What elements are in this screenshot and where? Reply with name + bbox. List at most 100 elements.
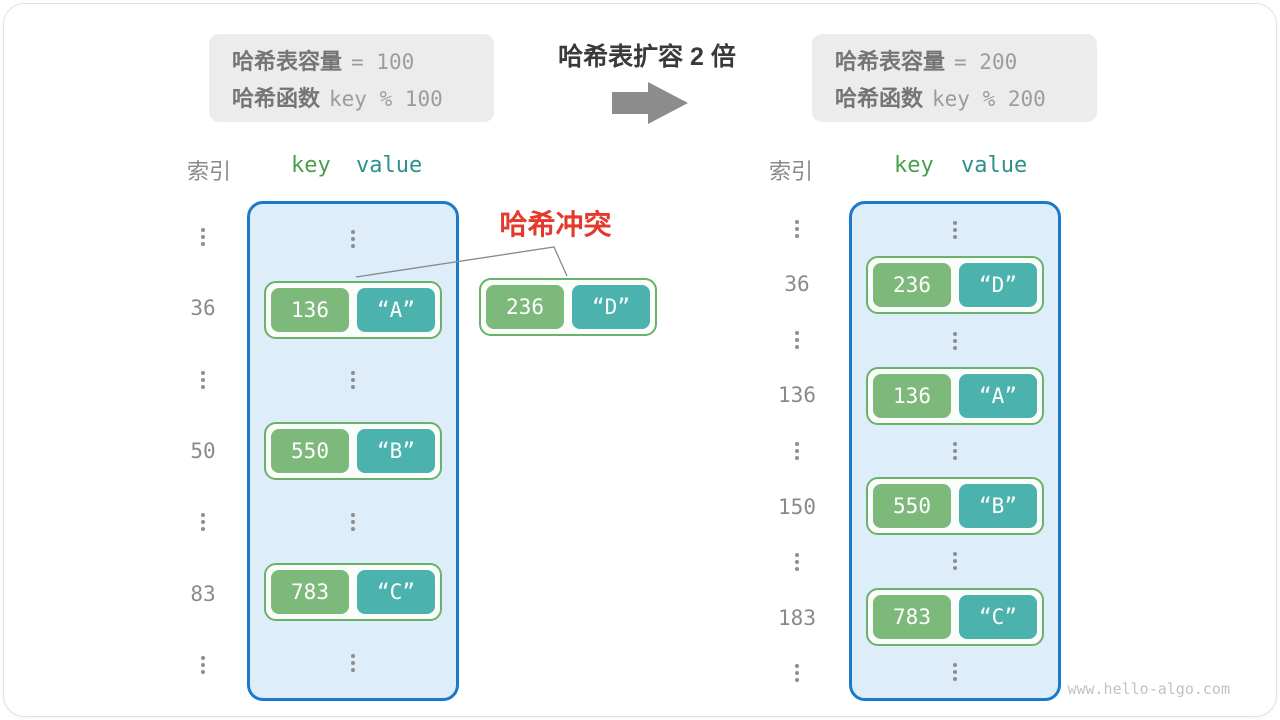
value-header-before: value [356,153,423,178]
index-value: 150 [778,494,816,519]
collision-label: 哈希冲突 [499,209,612,240]
key-box: 236 [873,263,951,308]
value-box: “D” [572,285,650,329]
key-box: 783 [873,594,951,639]
hash-table-after: 236 “D” 136 “A” 550 “B” 783 “C” [849,201,1061,701]
index-value: 83 [190,581,216,606]
right-arrow-icon [612,82,688,124]
ellipsis-icon [201,513,205,532]
ellipsis-cell [757,534,837,590]
ellipsis-icon [953,331,957,350]
ellipsis-cell [250,204,456,275]
ellipsis-icon [795,330,799,349]
watermark: www.hello-algo.com [1067,680,1230,698]
key-box: 136 [873,373,951,418]
kv-pair: 136 “A” [264,280,442,339]
capacity-info-before: 哈希表容量 = 100 哈希函数 key % 100 [209,34,494,122]
ellipsis-cell [852,646,1058,698]
ellipsis-icon [795,553,799,572]
ellipsis-icon [953,442,957,461]
bucket-cell: 783 “C” [852,587,1058,646]
ellipsis-cell [163,630,243,701]
value-box: “B” [357,429,435,474]
hash-table-before: 136 “A” 550 “B” 783 “C” [247,201,459,701]
ellipsis-icon [953,221,957,240]
bucket-cell: 550 “B” [852,477,1058,536]
ellipsis-icon [351,512,355,531]
value-box: “A” [959,373,1037,418]
key-box: 783 [271,570,349,615]
ellipsis-icon [201,656,205,675]
ellipsis-icon [351,653,355,672]
capacity-line: 哈希表容量 = 100 [232,44,494,76]
ellipsis-icon [351,371,355,390]
index-header-before: 索引 [187,159,232,184]
hash-function-line: 哈希函数 key % 200 [835,81,1097,113]
expand-title: 哈希表扩容 2 倍 [558,43,736,71]
capacity-value: = 100 [351,49,415,74]
ellipsis-icon [795,442,799,461]
index-value: 136 [778,383,816,408]
ellipsis-icon [351,230,355,249]
capacity-label: 哈希表容量 [835,48,946,74]
index-column-before: 36 50 83 [163,201,243,701]
value-header-after: value [961,153,1028,178]
ellipsis-cell [852,314,1058,366]
ellipsis-cell [757,646,837,702]
ellipsis-cell [163,487,243,558]
index-value: 183 [778,605,816,630]
ellipsis-cell [163,344,243,415]
kv-pair: 550 “B” [866,477,1044,536]
key-box: 136 [271,287,349,332]
key-box: 550 [873,484,951,529]
key-box: 236 [486,285,564,329]
kv-pair: 783 “C” [866,587,1044,646]
bucket-cell: 550 “B” [250,416,456,487]
ellipsis-cell [250,627,456,698]
value-box: “C” [357,570,435,615]
ellipsis-cell [250,486,456,557]
bucket-cell: 136 “A” [250,275,456,346]
ellipsis-cell [852,204,1058,256]
bucket-cell: 236 “D” [852,256,1058,315]
index-value: 36 [784,272,810,297]
key-header-before: key [291,153,331,178]
value-box: “B” [959,484,1037,529]
index-value: 36 [190,296,216,321]
collision-kv-pair: 236 “D” [479,278,657,336]
hash-function-line: 哈希函数 key % 100 [232,81,494,113]
index-value: 50 [190,438,216,463]
hash-function-value: key % 200 [932,86,1046,111]
ellipsis-cell [250,345,456,416]
ellipsis-cell [757,201,837,257]
kv-pair: 783 “C” [264,563,442,622]
ellipsis-cell [757,423,837,479]
ellipsis-cell [852,425,1058,477]
kv-pair: 136 “A” [866,366,1044,425]
hash-function-label: 哈希函数 [232,85,321,111]
ellipsis-icon [795,664,799,683]
value-box: “A” [357,287,435,332]
kv-pair: 236 “D” [866,256,1044,315]
ellipsis-icon [953,662,957,681]
ellipsis-icon [953,552,957,571]
hash-function-label: 哈希函数 [835,85,924,111]
kv-pair: 550 “B” [264,422,442,481]
ellipsis-icon [201,370,205,389]
capacity-info-after: 哈希表容量 = 200 哈希函数 key % 200 [812,34,1097,122]
ellipsis-cell [852,535,1058,587]
capacity-value: = 200 [954,49,1018,74]
key-header-after: key [894,153,934,178]
collision-connector-lines [355,246,568,278]
capacity-line: 哈希表容量 = 200 [835,44,1097,76]
index-column-after: 36 136 150 183 [757,201,837,701]
index-header-after: 索引 [769,159,814,184]
ellipsis-cell [163,201,243,272]
bucket-cell: 136 “A” [852,366,1058,425]
ellipsis-icon [795,219,799,238]
key-box: 550 [271,429,349,474]
value-box: “D” [959,263,1037,308]
ellipsis-icon [201,227,205,246]
capacity-label: 哈希表容量 [232,48,343,74]
value-box: “C” [959,594,1037,639]
